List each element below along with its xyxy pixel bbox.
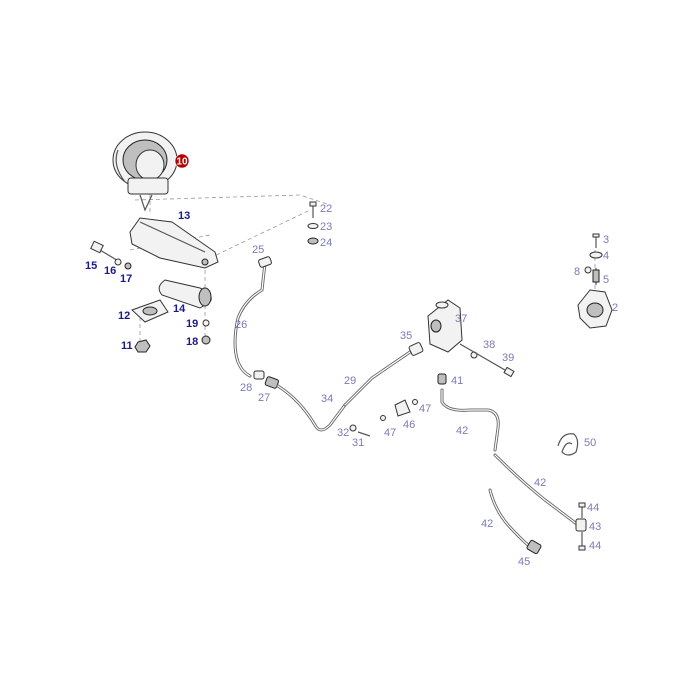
part-5-spring[interactable] [592,268,600,285]
label-14[interactable]: 14 [173,303,186,315]
label-32[interactable]: 32 [337,427,349,439]
label-12[interactable]: 12 [118,310,130,322]
label-25[interactable]: 25 [252,244,264,256]
part-50-clip[interactable] [557,433,579,456]
label-5[interactable]: 5 [603,274,609,286]
label-23[interactable]: 23 [320,221,332,233]
part-44-fitting-top[interactable] [578,502,586,518]
label-37[interactable]: 37 [455,313,467,325]
dark-callouts: 13 15 16 17 14 12 19 11 18 [85,210,198,352]
part-2-housing[interactable] [577,289,613,329]
part-13-bracket[interactable] [129,217,219,269]
part-18-nut[interactable] [201,335,211,345]
light-callouts: 22 23 24 25 26 28 27 29 34 32 31 35 37 3… [235,203,618,568]
part-45-fitting[interactable] [526,539,542,555]
label-47-b[interactable]: 47 [384,427,396,439]
part-39-bolt[interactable] [459,343,515,378]
label-2[interactable]: 2 [612,302,618,314]
part-11-nut[interactable] [134,339,151,353]
label-42-c[interactable]: 42 [481,518,493,530]
label-45[interactable]: 45 [518,556,530,568]
part-15-bolt[interactable] [90,240,121,263]
part-8-washer[interactable] [584,266,592,274]
label-29[interactable]: 29 [344,375,356,387]
label-42-a[interactable]: 42 [456,425,468,437]
label-8[interactable]: 8 [574,266,580,278]
part-42-hose-upper[interactable] [440,388,500,452]
part-27-fitting[interactable] [264,376,279,389]
part-3-bolt[interactable] [592,233,600,248]
label-50[interactable]: 50 [584,437,596,449]
label-3[interactable]: 3 [603,234,609,246]
label-31[interactable]: 31 [352,437,364,449]
part-10-cylinder[interactable] [112,131,178,212]
part-25-fitting[interactable] [258,256,272,268]
part-28-fitting[interactable] [253,370,265,380]
label-15[interactable]: 15 [85,260,97,272]
part-47-washer-b[interactable] [380,415,386,421]
part-31-bolt[interactable] [357,431,371,437]
svg-text:10: 10 [176,157,188,168]
label-43[interactable]: 43 [589,521,601,533]
label-13[interactable]: 13 [178,210,190,222]
label-4[interactable]: 4 [603,250,609,262]
label-26[interactable]: 26 [235,319,247,331]
label-28[interactable]: 28 [240,382,252,394]
part-16-washer[interactable] [114,258,122,266]
part-4-washer[interactable] [589,251,603,259]
part-47-washer-a[interactable] [412,399,418,405]
label-11[interactable]: 11 [121,340,133,352]
label-24[interactable]: 24 [320,237,332,249]
part-29-pipe[interactable] [343,350,412,407]
highlight-badge-10[interactable]: 10 [174,153,190,169]
label-44-b[interactable]: 44 [589,540,601,552]
part-43-valve[interactable] [575,518,587,532]
label-42-b[interactable]: 42 [534,477,546,489]
label-19[interactable]: 19 [186,318,198,330]
part-14-reservoir[interactable] [158,279,212,309]
part-35-fitting[interactable] [408,342,424,356]
label-47-a[interactable]: 47 [419,403,431,415]
part-46-fitting[interactable] [394,399,411,417]
label-44-a[interactable]: 44 [587,502,599,514]
label-39[interactable]: 39 [502,352,514,364]
label-18[interactable]: 18 [186,336,198,348]
part-41-fitting[interactable] [437,373,447,385]
part-22-bolt[interactable] [309,201,317,218]
part-12-gasket[interactable] [131,299,169,323]
label-41[interactable]: 41 [451,375,463,387]
part-24-nut[interactable] [307,237,319,245]
part-44-fitting-bottom[interactable] [578,532,586,551]
part-19-washer[interactable] [202,319,210,327]
part-26-hose[interactable] [233,261,267,378]
label-27[interactable]: 27 [258,392,270,404]
part-17-nut[interactable] [124,262,132,270]
part-34-pipe[interactable] [276,384,347,432]
label-34[interactable]: 34 [321,393,333,405]
part-32-washer[interactable] [349,424,357,432]
label-17[interactable]: 17 [120,273,132,285]
label-22[interactable]: 22 [320,203,332,215]
label-46[interactable]: 46 [403,419,415,431]
part-23-washer[interactable] [307,223,319,229]
part-42-hose-lower[interactable] [488,488,530,547]
label-16[interactable]: 16 [104,265,116,277]
part-37-valve[interactable] [427,299,463,353]
label-38[interactable]: 38 [483,339,495,351]
part-42-hose-right[interactable] [493,453,580,527]
label-35[interactable]: 35 [400,330,412,342]
